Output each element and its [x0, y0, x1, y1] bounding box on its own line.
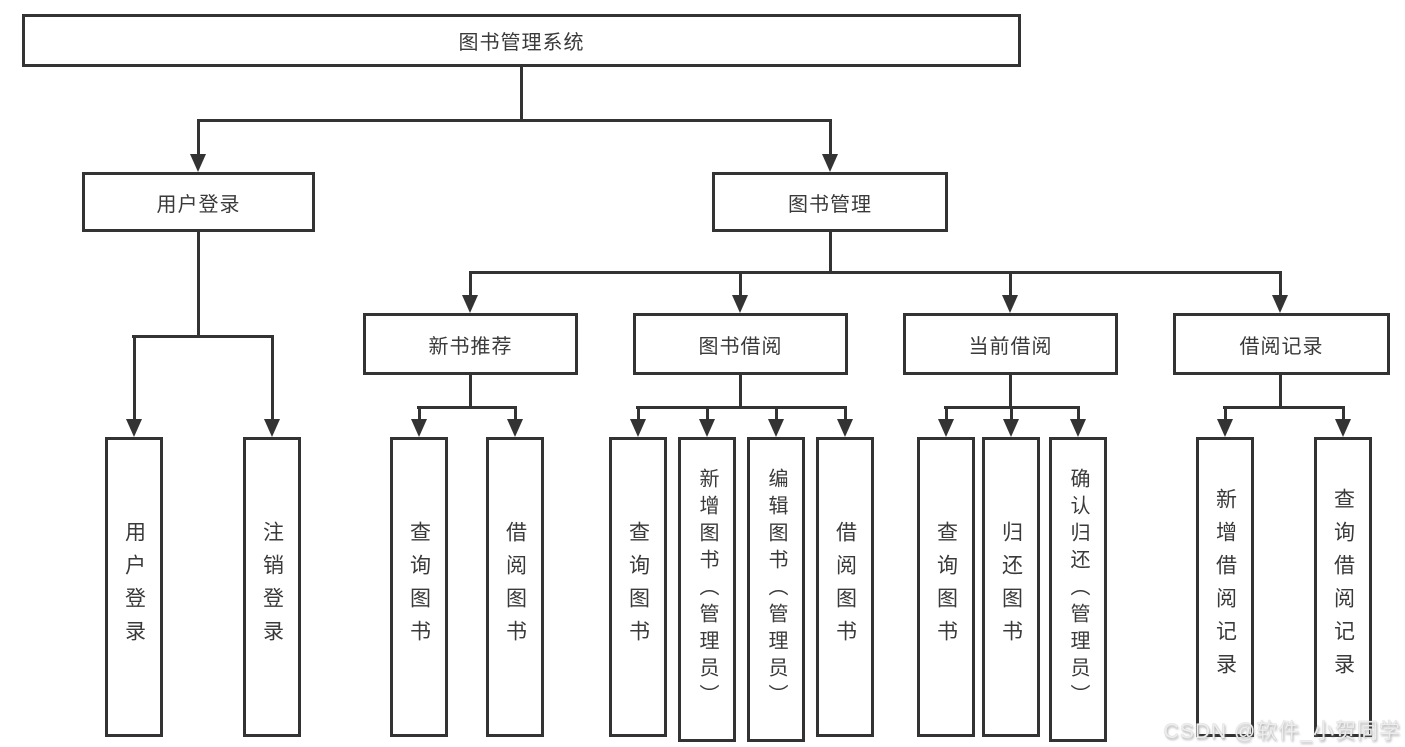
leaf-add-borrow-record: 新增借阅记录 [1196, 437, 1254, 737]
connector-line [469, 271, 472, 298]
arrow-down-icon [126, 419, 142, 437]
leaf-label: 注销登录 [260, 521, 284, 653]
node-user-login: 用户登录 [82, 172, 315, 232]
node-label: 图书管理系统 [458, 32, 585, 54]
leaf-query-borrow-record: 查询借阅记录 [1314, 437, 1372, 737]
leaf-label: 查询借阅记录 [1331, 488, 1355, 686]
arrow-down-icon [1272, 295, 1288, 313]
leaf-label: 借阅图书 [833, 521, 857, 653]
node-label: 新书推荐 [428, 335, 513, 358]
arrow-down-icon [699, 419, 715, 437]
connector-line [197, 119, 832, 122]
arrow-down-icon [1070, 419, 1086, 437]
leaf-label: 借阅图书 [503, 521, 527, 653]
connector-line [706, 406, 709, 421]
arrow-down-icon [732, 295, 748, 313]
node-book-borrowing: 图书借阅 [633, 313, 848, 375]
arrow-down-icon [1002, 295, 1018, 313]
leaf-query-books-recommend: 查询图书 [390, 437, 448, 737]
leaf-label: 确认归还（管理员） [1067, 468, 1089, 711]
connector-line [1077, 406, 1080, 421]
leaf-return-books: 归还图书 [982, 437, 1040, 737]
arrow-down-icon [190, 154, 206, 172]
connector-line [1224, 406, 1227, 421]
connector-line [1279, 271, 1282, 298]
connector-line [418, 406, 421, 421]
connector-line [469, 375, 472, 409]
arrow-down-icon [264, 419, 280, 437]
csdn-watermark: CSDN @软件_小贺同学 [1163, 720, 1401, 743]
leaf-confirm-return-admin: 确认归还（管理员） [1049, 437, 1107, 742]
arrow-down-icon [1003, 419, 1019, 437]
leaf-label: 查询图书 [407, 521, 431, 653]
connector-line [637, 406, 640, 421]
connector-line [197, 119, 200, 156]
arrow-down-icon [1335, 419, 1351, 437]
leaf-query-books-current: 查询图书 [917, 437, 975, 737]
connector-line [844, 406, 847, 421]
connector-line [1279, 375, 1282, 409]
connector-line [133, 335, 136, 421]
arrow-down-icon [768, 419, 784, 437]
arrow-down-icon [837, 419, 853, 437]
connector-line [197, 232, 200, 338]
connector-line [417, 406, 517, 409]
node-new-book-recommend: 新书推荐 [363, 313, 578, 375]
node-book-management-system: 图书管理系统 [22, 14, 1021, 67]
connector-line [775, 406, 778, 421]
arrow-down-icon [1217, 419, 1233, 437]
leaf-label: 用户登录 [122, 521, 146, 653]
leaf-add-book-admin: 新增图书（管理员） [678, 437, 736, 742]
arrow-down-icon [822, 154, 838, 172]
leaf-borrow-books-recommend: 借阅图书 [486, 437, 544, 737]
connector-line [636, 406, 847, 409]
leaf-borrow-books-borrowing: 借阅图书 [816, 437, 874, 737]
leaf-label: 查询图书 [934, 521, 958, 653]
leaf-logout: 注销登录 [243, 437, 301, 737]
arrow-down-icon [630, 419, 646, 437]
node-label: 图书借阅 [698, 335, 783, 358]
connector-line [132, 335, 274, 338]
connector-line [739, 375, 742, 409]
connector-line [469, 271, 1282, 274]
leaf-label: 新增图书（管理员） [696, 468, 718, 711]
connector-line [1342, 406, 1345, 421]
node-label: 图书管理 [788, 193, 872, 216]
leaf-label: 查询图书 [626, 521, 650, 653]
arrow-down-icon [411, 419, 427, 437]
connector-line [1009, 271, 1012, 298]
node-label: 借阅记录 [1239, 335, 1324, 358]
connector-line [1009, 375, 1012, 409]
connector-line [271, 335, 274, 421]
connector-line [829, 119, 832, 156]
leaf-label: 归还图书 [999, 521, 1023, 653]
connector-line [520, 67, 523, 122]
arrow-down-icon [507, 419, 523, 437]
node-book-management: 图书管理 [712, 172, 948, 232]
leaf-query-books-borrowing: 查询图书 [609, 437, 667, 737]
arrow-down-icon [462, 295, 478, 313]
connector-line [945, 406, 948, 421]
connector-line [739, 271, 742, 298]
connector-line [1010, 406, 1013, 421]
connector-line [514, 406, 517, 421]
leaf-label: 新增借阅记录 [1213, 488, 1237, 686]
leaf-edit-book-admin: 编辑图书（管理员） [747, 437, 805, 742]
connector-line [829, 232, 832, 274]
node-current-borrowing: 当前借阅 [903, 313, 1118, 375]
leaf-user-login: 用户登录 [105, 437, 163, 737]
node-label: 用户登录 [156, 193, 241, 216]
node-label: 当前借阅 [968, 335, 1053, 358]
leaf-label: 编辑图书（管理员） [765, 468, 787, 711]
node-borrowing-records: 借阅记录 [1173, 313, 1390, 375]
arrow-down-icon [938, 419, 954, 437]
connector-line [1223, 406, 1345, 409]
